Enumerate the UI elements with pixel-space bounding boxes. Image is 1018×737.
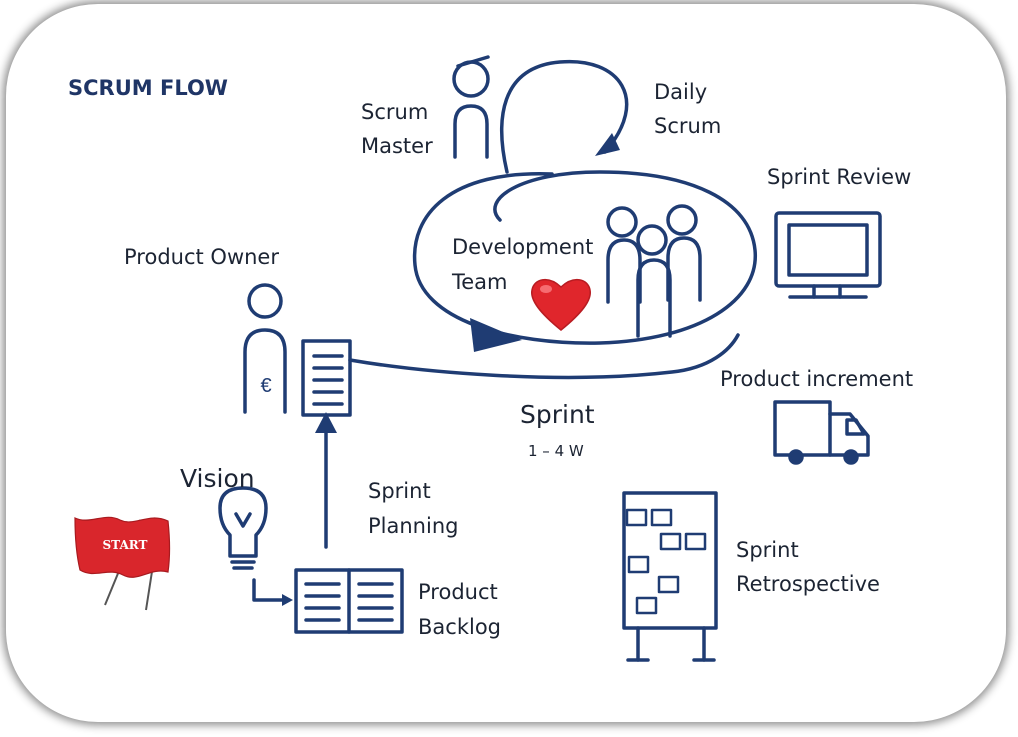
product-backlog-label-2: Backlog xyxy=(418,615,501,639)
product-owner-icon xyxy=(243,283,287,414)
sprint-retrospective-label-2: Retrospective xyxy=(736,572,880,596)
sprint-planning-label-1: Sprint xyxy=(368,479,431,503)
truck-icon xyxy=(773,400,870,465)
vision-arrow xyxy=(252,578,286,602)
sprint-review-label: Sprint Review xyxy=(767,165,912,189)
product-backlog-label-1: Product xyxy=(418,580,498,604)
product-owner-label: Product Owner xyxy=(124,245,279,269)
retrospective-board-icon xyxy=(622,491,718,662)
start-flag-text: START xyxy=(103,538,148,552)
vision-label: Vision xyxy=(180,464,255,493)
daily-scrum-loop xyxy=(500,59,629,174)
lightbulb-icon xyxy=(218,486,268,570)
development-team-label-2: Team xyxy=(452,270,508,294)
daily-scrum-label-2: Scrum xyxy=(654,114,722,138)
diagram-title: SCRUM FLOW xyxy=(68,76,228,100)
currency-symbol: € xyxy=(260,375,271,397)
sprint-tail xyxy=(348,333,740,380)
scrum-master-icon xyxy=(452,55,490,159)
start-flag-icon: START xyxy=(74,516,171,611)
sprint-loop xyxy=(412,170,757,345)
product-increment-label: Product increment xyxy=(720,367,914,391)
daily-scrum-label-1: Daily xyxy=(654,80,708,104)
sprint-arrowhead xyxy=(470,318,522,352)
development-team-label-1: Development xyxy=(452,235,594,259)
scrum-master-label-2: Master xyxy=(361,134,433,158)
backlog-book-icon xyxy=(294,568,404,634)
document-icon xyxy=(301,339,352,417)
sprint-label: Sprint xyxy=(520,400,595,429)
sprint-retrospective-label-1: Sprint xyxy=(736,538,799,562)
sprint-planning-label-2: Planning xyxy=(368,514,459,538)
scrum-master-label-1: Scrum xyxy=(361,100,429,124)
team-icon xyxy=(606,204,702,338)
sprint-duration-label: 1 – 4 W xyxy=(528,442,584,460)
monitor-icon xyxy=(774,211,882,299)
heart-icon xyxy=(531,279,591,331)
diagram-card xyxy=(6,4,1006,722)
